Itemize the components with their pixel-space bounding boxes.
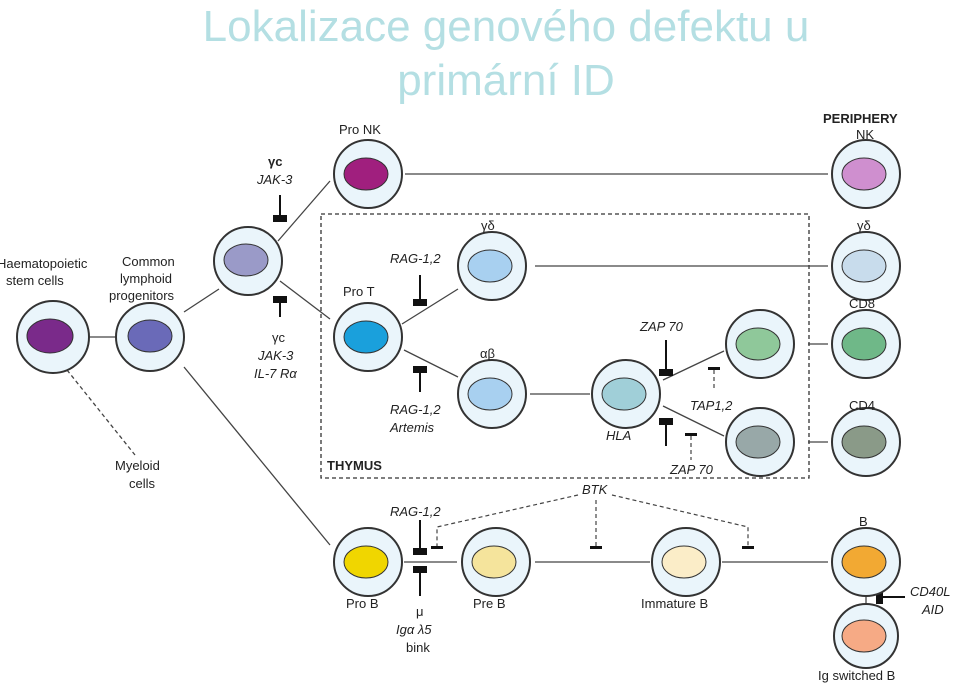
gene-iga-l5: Igα λ5 [396, 622, 432, 637]
cell-pro-nk [333, 139, 403, 209]
gene-btk: BTK [582, 482, 609, 497]
cell-pro-b [333, 527, 403, 597]
cell-hsc [16, 300, 90, 374]
cell-cd8-thymus [725, 309, 795, 379]
cell-ig-switched-b [833, 603, 899, 669]
gene-zap70-bottom: ZAP 70 [669, 462, 714, 477]
cell-immature-b [651, 527, 721, 597]
cell-early-lymphoid [213, 226, 283, 296]
hsc-label-1: Haematopoietic [0, 256, 88, 271]
gene-tap: TAP1,2 [690, 398, 733, 413]
cell-cd8-periphery [831, 309, 901, 379]
nk-label: NK [856, 127, 874, 142]
gene-rag-gd: RAG-1,2 [390, 251, 441, 266]
b-label: B [859, 514, 868, 529]
gene-aid: AID [921, 602, 944, 617]
pre-b-label: Pre B [473, 596, 506, 611]
pro-t-label: Pro T [343, 284, 375, 299]
cell-pre-b [461, 527, 531, 597]
gene-rag-b: RAG-1,2 [390, 504, 441, 519]
gene-gc-bottom: γc [272, 330, 286, 345]
lineage-lines [89, 173, 867, 604]
cell-cd4-periphery [831, 407, 901, 477]
slide-title: Lokalizace genového defektu u primární I… [0, 0, 960, 108]
cell-cd4-thymus [725, 407, 795, 477]
clp-label-3: progenitors [109, 288, 175, 303]
gene-blnk: bink [406, 640, 430, 655]
gene-hla: HLA [606, 428, 631, 443]
immature-b-label: Immature B [641, 596, 708, 611]
cell-gd-thymus [457, 231, 527, 301]
myeloid-label-1: Myeloid [115, 458, 160, 473]
btk-dashed-lines [436, 368, 749, 546]
ig-switched-b-label: Ig switched B [818, 668, 895, 683]
cell-ab [457, 359, 527, 429]
gene-il7r: IL-7 Rα [254, 366, 297, 381]
gd-thymus-label: γδ [481, 218, 495, 233]
clp-label-1: Common [122, 254, 175, 269]
cell-gd-periphery [831, 231, 901, 301]
cd4-label: CD4 [849, 398, 875, 413]
gene-mu: μ [416, 604, 424, 619]
ab-label: αβ [480, 346, 495, 361]
hsc-label-2: stem cells [6, 273, 64, 288]
gene-jak3-bottom: JAK-3 [257, 348, 294, 363]
gene-artemis: Artemis [389, 420, 435, 435]
gene-rag-ab: RAG-1,2 [390, 402, 441, 417]
title-line-2: primární ID [397, 56, 615, 105]
gene-cd40l: CD40L [910, 584, 950, 599]
clp-label-2: lymphoid [120, 271, 172, 286]
gene-gc-top: γc [268, 154, 282, 169]
cell-nk [831, 139, 901, 209]
periphery-label: PERIPHERY [823, 111, 898, 126]
thymus-label: THYMUS [327, 458, 382, 473]
cell-pro-t [333, 302, 403, 372]
cell-double-positive [591, 359, 661, 429]
pro-b-label: Pro B [346, 596, 379, 611]
inhibition-blocks [273, 215, 883, 604]
title-line-1: Lokalizace genového defektu u [202, 2, 810, 51]
gene-jak3-top: JAK-3 [256, 172, 293, 187]
myeloid-label-2: cells [129, 476, 156, 491]
thymus-box [320, 213, 810, 479]
cell-clp [115, 302, 185, 372]
pro-nk-label: Pro NK [339, 122, 381, 137]
gene-zap70-top: ZAP 70 [639, 319, 684, 334]
cd8-label: CD8 [849, 296, 875, 311]
gd-periphery-label: γδ [857, 218, 871, 233]
cell-b [831, 527, 901, 597]
myeloid-dashed-line [66, 369, 136, 456]
